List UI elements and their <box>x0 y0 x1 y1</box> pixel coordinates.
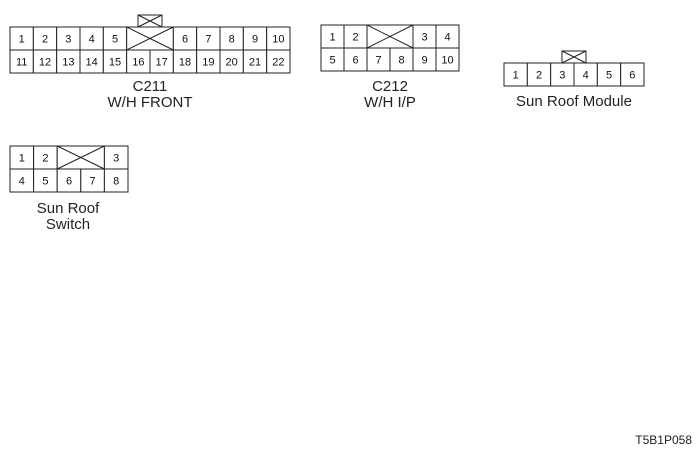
pin-number: 1 <box>513 70 519 82</box>
pin-number: 20 <box>226 57 238 69</box>
pin-number: 13 <box>62 57 74 69</box>
tab-cross-icon <box>561 50 587 64</box>
pin-number: 8 <box>398 55 404 67</box>
pin-number: 6 <box>66 176 72 188</box>
pin-number: 6 <box>629 70 635 82</box>
pin-number: 4 <box>19 176 25 188</box>
pin-number: 19 <box>202 57 214 69</box>
pin-number: 18 <box>179 57 191 69</box>
pin-number: 3 <box>421 32 427 44</box>
c212-connector: 1 2 3 4 5 6 7 8 9 10 <box>320 24 460 72</box>
pin-number: 3 <box>65 34 71 46</box>
pin-cell <box>266 49 291 74</box>
pin-number: 14 <box>86 57 98 69</box>
pin-number: 5 <box>329 55 335 67</box>
pin-number: 7 <box>375 55 381 67</box>
pin-number: 6 <box>352 55 358 67</box>
blocked-cross-icon <box>366 24 414 49</box>
sunroof-module-connector: 1 2 3 4 5 6 <box>503 50 645 87</box>
pin-number: 9 <box>421 55 427 67</box>
pin-cell <box>435 47 460 72</box>
pin-number: 5 <box>606 70 612 82</box>
blocked-cross-icon <box>126 26 174 51</box>
pin-number: 15 <box>109 57 121 69</box>
pin-number: 9 <box>252 34 258 46</box>
pin-number: 1 <box>19 153 25 165</box>
pin-number: 7 <box>205 34 211 46</box>
pin-number: 5 <box>112 34 118 46</box>
pin-number: 1 <box>329 32 335 44</box>
figure-code: T5B1P058 <box>635 433 692 447</box>
sunroof-module-label: Sun Roof Module <box>516 93 632 110</box>
pin-number: 4 <box>444 32 450 44</box>
pin-number: 3 <box>559 70 565 82</box>
pin-number: 1 <box>19 34 25 46</box>
pin-number: 2 <box>42 153 48 165</box>
pin-number: 17 <box>156 57 168 69</box>
blocked-cross-icon <box>56 145 105 170</box>
tab-cross-icon <box>137 14 163 28</box>
pin-number: 11 <box>16 57 27 69</box>
pin-number: 10 <box>272 34 284 46</box>
pin-number: 8 <box>113 176 119 188</box>
pin-number: 8 <box>229 34 235 46</box>
pin-number: 7 <box>90 176 96 188</box>
pin-cell <box>103 168 129 193</box>
pin-number: 6 <box>182 34 188 46</box>
pin-number: 12 <box>39 57 51 69</box>
pin-number: 21 <box>249 57 261 69</box>
pin-number: 4 <box>583 70 589 82</box>
pin-number: 2 <box>42 34 48 46</box>
sunroof-switch-connector: 1 2 3 4 5 6 7 8 <box>9 145 129 193</box>
pin-number: 2 <box>352 32 358 44</box>
pin-cell <box>620 62 645 87</box>
pin-number: 2 <box>536 70 542 82</box>
pin-number: 5 <box>42 176 48 188</box>
pin-number: 10 <box>441 55 453 67</box>
pin-number: 3 <box>113 153 119 165</box>
pin-number: 16 <box>132 57 144 69</box>
pin-number: 22 <box>272 57 284 69</box>
pin-number: 4 <box>89 34 95 46</box>
